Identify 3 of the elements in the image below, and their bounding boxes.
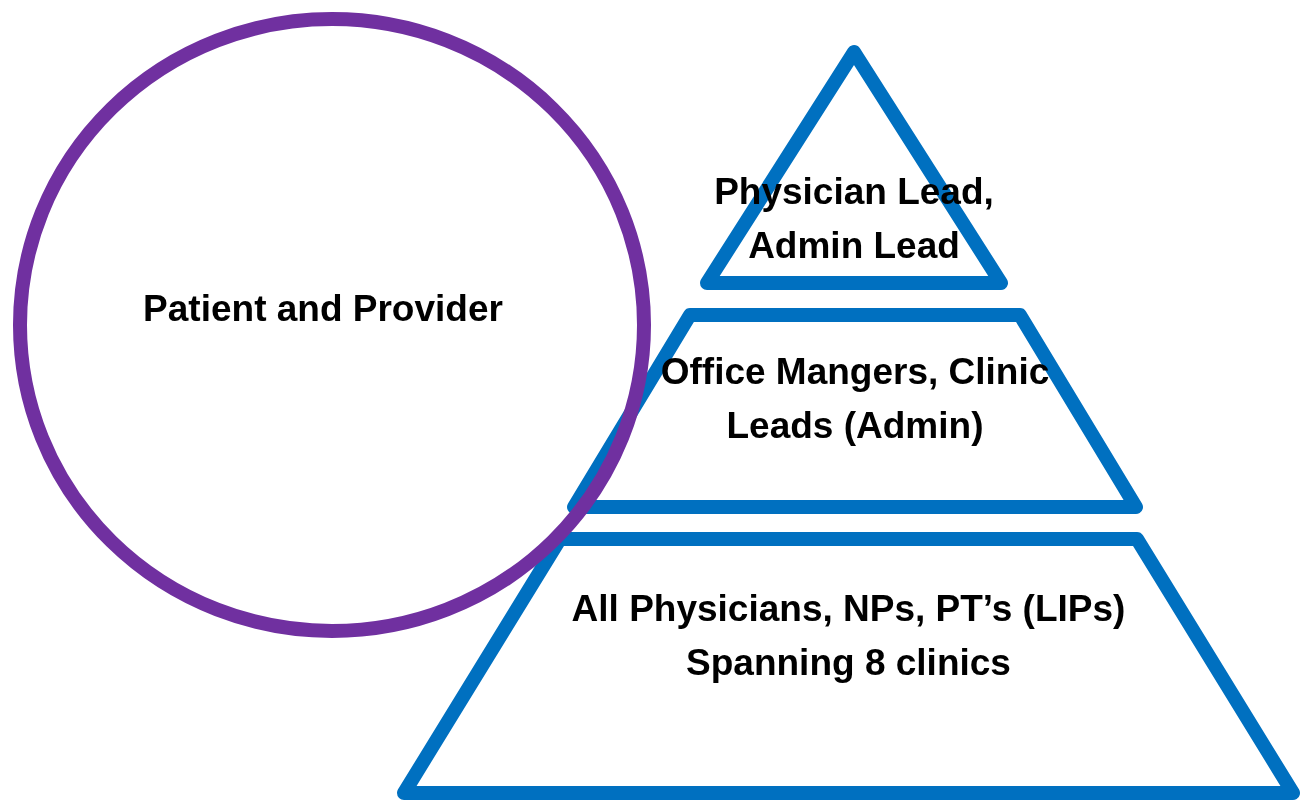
tier-label: Office Mangers, Clinic Leads (Admin) xyxy=(659,350,1051,448)
tier-label: All Physicians, NPs, PT’s (LIPs) Spanning 8 clinics xyxy=(570,587,1127,685)
circle-label: Patient and Provider xyxy=(142,287,504,331)
